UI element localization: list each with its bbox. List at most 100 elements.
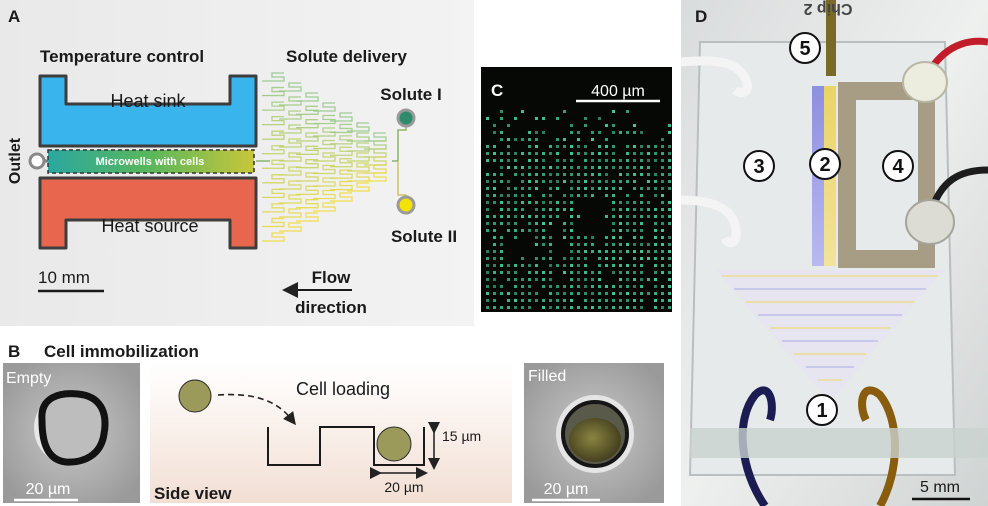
fluorescent-dot: [535, 264, 538, 267]
fluorescent-dot: [633, 152, 636, 155]
fluorescent-dot: [514, 292, 517, 295]
fluorescent-dot: [668, 250, 671, 253]
serpentine-segment: [321, 127, 336, 137]
fluorescent-dot: [668, 292, 671, 295]
fluorescent-dot: [619, 299, 622, 302]
fluorescent-dot: [619, 166, 622, 169]
fluorescent-dot: [612, 264, 615, 267]
fluorescent-dot: [633, 166, 636, 169]
fluorescent-dot: [570, 243, 573, 246]
fluorescent-dot: [570, 236, 573, 239]
fluorescent-dot: [605, 145, 608, 148]
fluorescent-dot: [626, 145, 629, 148]
fluorescent-dot: [535, 187, 538, 190]
panel-d-scale-label: 5 mm: [920, 479, 960, 496]
fluorescent-dot: [486, 201, 489, 204]
fluorescent-dot: [640, 285, 643, 288]
flow-label: Flow: [312, 268, 351, 287]
fluorescent-dot: [661, 236, 664, 239]
fluorescent-dot: [514, 117, 517, 120]
fluorescent-dot: [563, 257, 566, 260]
fluorescent-dot: [570, 166, 573, 169]
fluorescent-dot: [640, 306, 643, 309]
fluorescent-dot: [633, 243, 636, 246]
fluorescent-dot: [521, 180, 524, 183]
gradient-network-lines: [722, 275, 938, 381]
outlet-label: Outlet: [7, 137, 24, 184]
fluorescent-dot: [612, 208, 615, 211]
fluorescent-dot: [661, 152, 664, 155]
fluorescent-dot: [493, 131, 496, 134]
marker-4: 4: [882, 150, 914, 182]
fluorescent-dot: [507, 152, 510, 155]
panel-b-letter: B: [8, 342, 20, 361]
fluorescent-dot: [507, 292, 510, 295]
fluorescent-dot: [570, 306, 573, 309]
fluorescent-dot: [668, 278, 671, 281]
panel-a-letter: A: [8, 7, 20, 26]
fluorescent-dot: [661, 264, 664, 267]
fluorescent-dot: [612, 222, 615, 225]
fluorescent-dot: [654, 257, 657, 260]
fluorescent-dot: [584, 271, 587, 274]
fluorescent-dot: [661, 187, 664, 190]
fluorescent-dot: [500, 138, 503, 141]
fluorescent-dot: [626, 278, 629, 281]
fluorescent-dot: [556, 173, 559, 176]
fluorescent-dot: [605, 159, 608, 162]
fluorescent-dot: [661, 208, 664, 211]
fluorescent-dot: [654, 243, 657, 246]
serpentine-segment: [287, 110, 302, 120]
fluorescent-dot: [570, 152, 573, 155]
fluorescent-dot: [626, 215, 629, 218]
fluorescent-dot: [521, 264, 524, 267]
fluorescent-dot: [535, 271, 538, 274]
fluorescent-dot: [591, 278, 594, 281]
fluorescent-dot: [640, 264, 643, 267]
fluorescent-dot: [612, 124, 615, 127]
fluorescent-dot: [584, 187, 587, 190]
fluorescent-dot: [542, 271, 545, 274]
fluorescent-dot: [661, 180, 664, 183]
fluorescent-dot: [563, 292, 566, 295]
fluorescent-dot: [612, 131, 615, 134]
fluorescent-dot: [570, 222, 573, 225]
fluorescent-dot: [507, 264, 510, 267]
fluorescent-dot: [626, 222, 629, 225]
fluorescent-dot: [626, 271, 629, 274]
fluorescent-dot: [619, 264, 622, 267]
panel-d-letter: D: [695, 7, 707, 26]
fluorescent-dot: [668, 173, 671, 176]
fluorescent-dot: [500, 166, 503, 169]
fluorescent-dot: [570, 215, 573, 218]
fluorescent-dot: [612, 110, 615, 113]
fluorescent-dot: [598, 271, 601, 274]
fluorescent-dot: [500, 292, 503, 295]
fluorescent-dot: [563, 306, 566, 309]
fluorescent-dot: [493, 278, 496, 281]
fluorescent-dot: [563, 201, 566, 204]
fluorescent-dot: [626, 229, 629, 232]
fluorescent-dot: [493, 145, 496, 148]
serpentine-segment: [338, 146, 353, 156]
fluorescent-dot: [654, 159, 657, 162]
fluorescent-dot: [633, 215, 636, 218]
fluorescent-dot: [563, 180, 566, 183]
fluorescent-dot: [486, 180, 489, 183]
fluorescent-dot: [633, 187, 636, 190]
fluorescent-dot: [626, 299, 629, 302]
chip-edge: [690, 428, 988, 458]
fluorescent-dot: [556, 138, 559, 141]
serpentine-segment: [287, 222, 302, 232]
fluorescent-dot: [486, 208, 489, 211]
fluorescent-dot: [570, 229, 573, 232]
fluorescent-dot: [591, 187, 594, 190]
fluorescent-dot: [493, 124, 496, 127]
fluorescent-dot: [654, 299, 657, 302]
serpentine-segment: [287, 124, 302, 134]
heat-source-label: Heat source: [101, 216, 198, 236]
fluorescent-dot: [535, 229, 538, 232]
fluorescent-dot: [577, 278, 580, 281]
panel-b: B Cell immobilization Empty 20 µm Cell l…: [3, 342, 664, 503]
fluorescent-dot: [633, 299, 636, 302]
